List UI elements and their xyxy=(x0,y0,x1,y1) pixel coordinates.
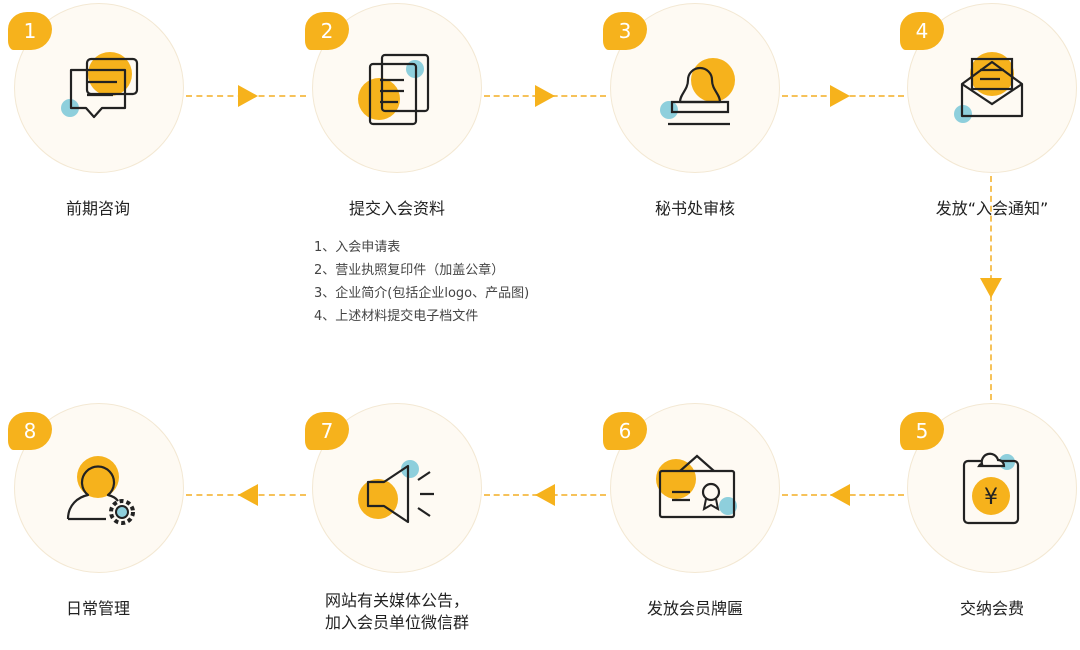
material-item: 4、上述材料提交电子档文件 xyxy=(314,309,479,324)
arrow-left-icon xyxy=(238,484,258,506)
chat-bubbles-icon xyxy=(61,52,139,119)
step-2-badge: 2 xyxy=(305,12,349,50)
step-7-badge: 7 xyxy=(305,412,349,450)
step-3-badge: 3 xyxy=(603,12,647,50)
plaque-icon xyxy=(656,454,737,519)
arrow-left-icon xyxy=(830,484,850,506)
material-item: 2、营业执照复印件（加盖公章） xyxy=(314,263,505,278)
arrow-down-icon xyxy=(980,278,1002,298)
step-1-label: 前期咨询 xyxy=(65,199,130,218)
svg-text:¥: ¥ xyxy=(984,485,998,510)
arrow-left-icon xyxy=(535,484,555,506)
step-7-label-line-1: 网站有关媒体公告， xyxy=(324,591,469,610)
step-7-label-line-2: 加入会员单位微信群 xyxy=(324,613,469,632)
step-2-label: 提交入会资料 xyxy=(348,199,445,218)
envelope-icon xyxy=(954,52,1024,123)
material-item: 3、企业简介(包括企业logo、产品图) xyxy=(314,286,530,301)
step-3-label: 秘书处审核 xyxy=(654,199,735,218)
arrow-right-icon xyxy=(830,85,850,107)
arrow-right-icon xyxy=(535,85,555,107)
material-item: 1、入会申请表 xyxy=(314,240,401,255)
required-materials-list: 1、入会申请表 2、营业执照复印件（加盖公章） 3、企业简介(包括企业logo、… xyxy=(314,236,529,328)
step-5-label: 交纳会费 xyxy=(959,599,1024,618)
megaphone-icon xyxy=(358,460,434,524)
step-1-badge: 1 xyxy=(8,12,52,50)
arrow-right-icon xyxy=(238,85,258,107)
step-8-badge: 8 xyxy=(8,412,52,450)
step-5-badge: 5 xyxy=(900,412,944,450)
step-6-label: 发放会员牌匾 xyxy=(646,599,743,618)
documents-icon xyxy=(358,53,430,126)
step-4-label: 发放“入会通知” xyxy=(935,199,1049,218)
step-7-label: 网站有关媒体公告， 加入会员单位微信群 xyxy=(277,590,517,634)
step-6-badge: 6 xyxy=(603,412,647,450)
user-gear-icon xyxy=(66,456,135,525)
step-4-badge: 4 xyxy=(900,12,944,50)
payment-clipboard-icon: ¥ xyxy=(962,452,1020,525)
step-8-label: 日常管理 xyxy=(65,599,130,618)
stamp-icon xyxy=(660,58,735,126)
